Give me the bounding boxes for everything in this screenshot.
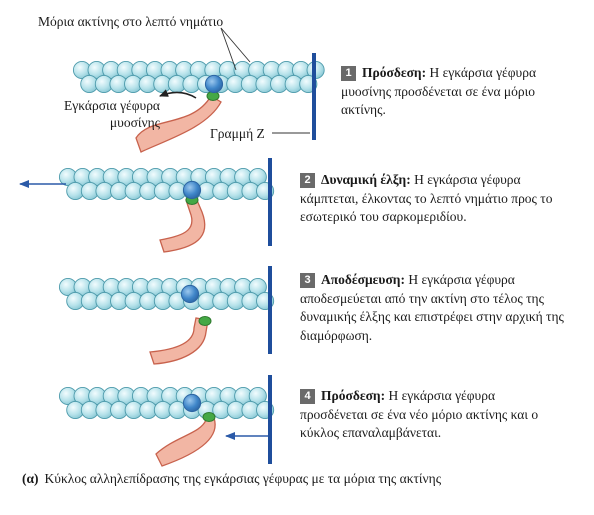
caption-text: Κύκλος αλληλεπίδρασης της εγκάρσιας γέφυ… <box>44 471 442 486</box>
actin-bead <box>248 386 267 406</box>
active-actin-bead-2 <box>182 180 202 200</box>
step-title-4: Πρόσδεση: <box>321 388 386 403</box>
step-text-2: Η εγκάρσια γέφυρα κάμπτεται, έλκοντας το… <box>300 172 553 224</box>
active-actin-bead-3 <box>180 284 200 304</box>
actin-filament-2 <box>58 167 275 201</box>
actin-bead <box>248 167 267 187</box>
crossbridge-label: Εγκάρσια γέφυρα μυοσίνης <box>32 97 160 131</box>
actin-leader-1 <box>220 27 237 71</box>
myosin-head-3 <box>149 317 209 365</box>
binding-site-3 <box>198 316 212 326</box>
step-text-1: Η εγκάρσια γέφυρα μυοσίνης προσδένεται σ… <box>341 65 537 117</box>
crossbridge-label-line1: Εγκάρσια γέφυρα <box>64 98 160 113</box>
figure-caption: (α) Κύκλος αλληλεπίδρασης της εγκάρσιας γ… <box>22 470 441 487</box>
step-title-3: Αποδέσμευση: <box>321 272 405 287</box>
actin-bead <box>248 277 267 297</box>
step-number-3: 3 <box>300 273 315 288</box>
crossbridge-curved-arrow <box>159 89 197 99</box>
actin-label: Μόρια ακτίνης στο λεπτό νημάτιο <box>38 14 224 29</box>
step-1: 1 Πρόσδεση: Η εγκάρσια γέφυρα μυοσίνης πρ… <box>341 64 581 120</box>
step-4: 4 Πρόσδεση: Η εγκάρσια γέφυρα προσδένεται… <box>300 387 562 443</box>
step-3: 3 Αποδέσμευση: Η εγκάρσια γέφυρα αποδεσμε… <box>300 271 572 345</box>
actin-filament-1 <box>72 60 325 94</box>
actin-leader-2 <box>220 27 251 63</box>
crossbridge-label-line2: μυοσίνης <box>109 115 160 130</box>
step-text-4: Η εγκάρσια γέφυρα προσδένεται σε ένα νέο… <box>300 388 539 440</box>
step-number-1: 1 <box>341 66 356 81</box>
binding-site-4 <box>202 412 216 422</box>
step-number-2: 2 <box>300 173 315 188</box>
myosin-head-2 <box>159 197 206 253</box>
step-number-4: 4 <box>300 389 315 404</box>
step-title-2: Δυναμική έλξη: <box>321 172 411 187</box>
step-2: 2 Δυναμική έλξη: Η εγκάρσια γέφυρα κάμπτε… <box>300 171 570 227</box>
zline-label: Γραμμή Z <box>210 126 265 141</box>
step-text-3: Η εγκάρσια γέφυρα αποδεσμεύεται από την … <box>300 272 564 343</box>
step-title-1: Πρόσδεση: <box>362 65 427 80</box>
active-actin-bead-1 <box>204 74 224 94</box>
caption-letter: (α) <box>22 471 39 486</box>
actin-filament-4 <box>58 386 275 420</box>
active-actin-bead-4 <box>182 393 202 413</box>
actin-filament-3 <box>58 277 275 311</box>
myosin-head-4 <box>155 417 216 467</box>
